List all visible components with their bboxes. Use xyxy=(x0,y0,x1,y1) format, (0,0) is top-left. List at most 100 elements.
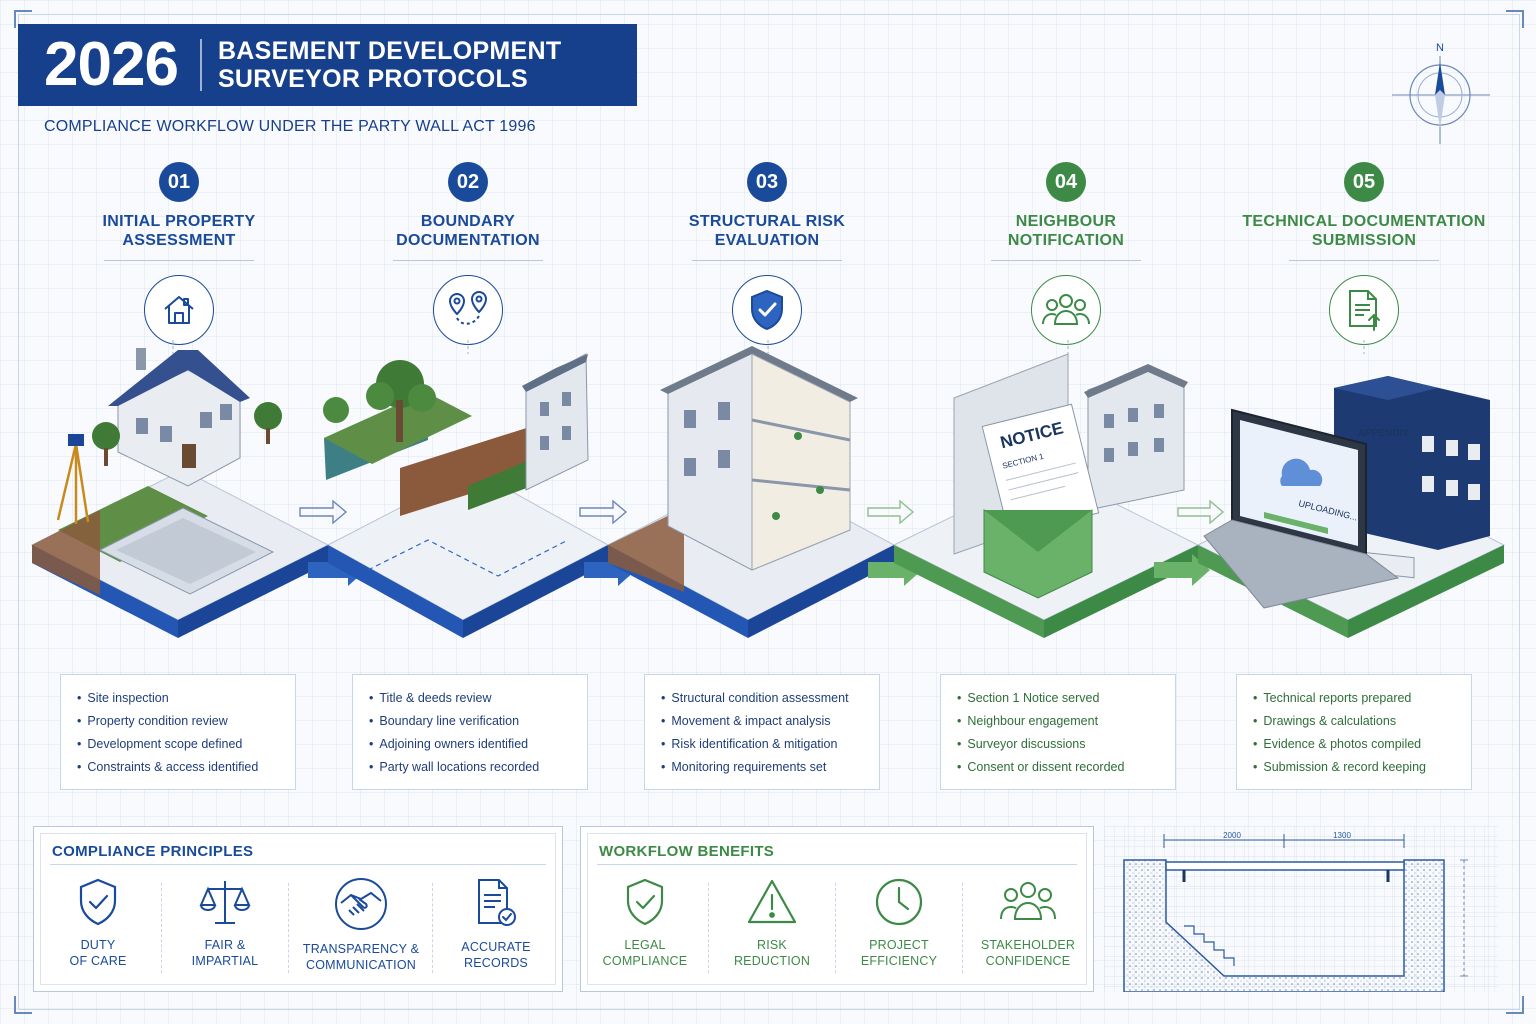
step-title: BOUNDARY DOCUMENTATION xyxy=(318,212,618,250)
step-icon-badge xyxy=(732,275,802,345)
step-title: TECHNICAL DOCUMENTATION SUBMISSION xyxy=(1214,212,1514,250)
list-item: Boundary line verification xyxy=(369,710,573,733)
compass-north-label: N xyxy=(1436,42,1444,54)
benefit-risk-reduction: RISK REDUCTION xyxy=(708,877,836,969)
people-group-icon xyxy=(1000,882,1056,920)
cutaway-house xyxy=(660,346,858,571)
people-group-icon xyxy=(1042,294,1090,325)
notice-document: NOTICE SECTION 1 xyxy=(981,403,1100,536)
page-title: BASEMENT DEVELOPMENT SURVEYOR PROTOCOLS xyxy=(218,37,562,93)
corner-mark xyxy=(1506,10,1524,28)
neighbour-houses xyxy=(1084,364,1188,511)
list-item: Site inspection xyxy=(77,687,281,710)
item-label-line-2: COMPLIANCE xyxy=(602,954,688,968)
step-number: 03 xyxy=(747,162,787,202)
list-item: Evidence & photos compiled xyxy=(1253,733,1457,756)
scales-icon xyxy=(199,881,251,924)
step-number: 05 xyxy=(1344,162,1384,202)
item-label-line-1: TRANSPARENCY & xyxy=(302,942,420,956)
house-icon xyxy=(164,296,194,324)
workflow-illustration: NOTICE SECTION 1 APPENDIX UPLOADING... xyxy=(30,340,1506,638)
step-5: 05 TECHNICAL DOCUMENTATION SUBMISSION xyxy=(1214,162,1514,345)
step-1-details: Site inspection Property condition revie… xyxy=(60,674,296,790)
tree-icon xyxy=(92,422,120,450)
clock-icon xyxy=(875,878,923,926)
step-1: 01 INITIAL PROPERTY ASSESSMENT xyxy=(29,162,329,345)
adjacent-house xyxy=(522,353,589,491)
step-rule xyxy=(1289,260,1439,261)
step-title-line-1: BOUNDARY xyxy=(420,213,516,230)
shield-check-icon xyxy=(626,878,664,926)
step-title-line-2: EVALUATION xyxy=(714,232,820,249)
tree-icon xyxy=(323,397,349,423)
binder-label: APPENDIX xyxy=(1358,428,1409,439)
title-year: 2026 xyxy=(44,30,179,99)
dimension-label: 1300 xyxy=(1333,831,1351,840)
step-5-details: Technical reports prepared Drawings & ca… xyxy=(1236,674,1472,790)
benefit-legal-compliance: LEGAL COMPLIANCE xyxy=(581,877,709,969)
title-line-2: SURVEYOR PROTOCOLS xyxy=(217,65,529,93)
list-item: Development scope defined xyxy=(77,733,281,756)
step-title: NEIGHBOUR NOTIFICATION xyxy=(916,212,1216,250)
corner-mark xyxy=(1506,996,1524,1014)
panel-title: WORKFLOW BENEFITS xyxy=(599,843,775,860)
step-title-line-1: NEIGHBOUR xyxy=(1015,213,1117,230)
list-item: Section 1 Notice served xyxy=(957,687,1161,710)
step-3-details: Structural condition assessment Movement… xyxy=(644,674,880,790)
cloud-upload-icon xyxy=(1280,458,1323,486)
tree-icon xyxy=(254,402,282,430)
list-item: Technical reports prepared xyxy=(1253,687,1457,710)
list-item: Movement & impact analysis xyxy=(661,710,865,733)
step-2: 02 BOUNDARY DOCUMENTATION xyxy=(318,162,618,345)
step-2-details: Title & deeds review Boundary line verif… xyxy=(352,674,588,790)
item-label-line-1: LEGAL xyxy=(624,938,666,952)
step-title-line-2: DOCUMENTATION xyxy=(396,232,540,249)
flow-arrow xyxy=(1154,499,1225,586)
step-number: 04 xyxy=(1046,162,1086,202)
handshake-icon xyxy=(335,878,387,930)
step-number: 01 xyxy=(159,162,199,202)
platform-site-assessment xyxy=(30,469,330,638)
item-label-line-2: REDUCTION xyxy=(733,954,811,968)
list-item: Monitoring requirements set xyxy=(661,756,865,779)
step-number: 02 xyxy=(448,162,488,202)
dimension-label: 2000 xyxy=(1223,831,1241,840)
step-icon-badge xyxy=(433,275,503,345)
item-label-line-2: RECORDS xyxy=(464,956,528,970)
compass-icon: N xyxy=(1392,42,1490,144)
corner-mark xyxy=(14,10,32,28)
list-item: Neighbour engagement xyxy=(957,710,1161,733)
step-title-line-1: TECHNICAL DOCUMENTATION xyxy=(1242,213,1486,230)
list-item: Title & deeds review xyxy=(369,687,573,710)
step-title-line-2: ASSESSMENT xyxy=(122,232,236,249)
principle-transparency: TRANSPARENCY & COMMUNICATION xyxy=(296,877,426,973)
document-upload-icon xyxy=(1349,290,1380,331)
item-label-line-2: IMPARTIAL xyxy=(191,954,259,968)
step-title: INITIAL PROPERTY ASSESSMENT xyxy=(29,212,329,250)
step-icon-badge xyxy=(144,275,214,345)
list-item: Submission & record keeping xyxy=(1253,756,1457,779)
step-rule xyxy=(692,260,842,261)
item-label-line-2: EFFICIENCY xyxy=(860,954,938,968)
item-label-line-1: FAIR & xyxy=(204,938,246,952)
document-check-icon xyxy=(478,879,516,926)
basement-section-drawing: 2000 1300 xyxy=(1104,826,1498,992)
list-item: Property condition review xyxy=(77,710,281,733)
item-label-line-1: RISK xyxy=(757,938,787,952)
shield-check-icon xyxy=(751,289,783,331)
list-item: Consent or dissent recorded xyxy=(957,756,1161,779)
page-subtitle: COMPLIANCE WORKFLOW UNDER THE PARTY WALL… xyxy=(44,118,536,135)
list-item: Drawings & calculations xyxy=(1253,710,1457,733)
panel-title: COMPLIANCE PRINCIPLES xyxy=(52,843,254,860)
map-pins-icon xyxy=(448,290,488,325)
step-rule xyxy=(393,260,543,261)
item-label-line-2: COMMUNICATION xyxy=(306,958,416,972)
step-icon-badge xyxy=(1031,275,1101,345)
list-item: Structural condition assessment xyxy=(661,687,865,710)
warning-icon xyxy=(747,879,797,924)
item-label-line-1: DUTY xyxy=(80,938,116,952)
